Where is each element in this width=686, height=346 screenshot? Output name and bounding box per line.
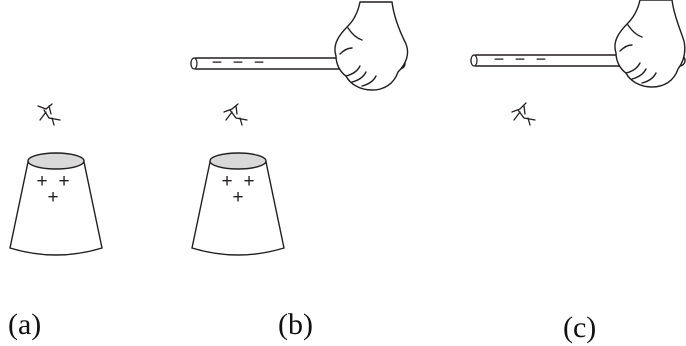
panel-label-a: (a) bbox=[8, 308, 42, 341]
hair-strand-icon bbox=[511, 102, 536, 126]
rod-charge: − bbox=[536, 49, 547, 69]
panel-label-b: (b) bbox=[278, 308, 313, 341]
cup-body bbox=[9, 161, 103, 256]
cup: + + + bbox=[9, 152, 103, 256]
hair-strand-icon bbox=[223, 103, 248, 126]
cup: + + + bbox=[191, 152, 285, 256]
rod-charge: − bbox=[212, 52, 223, 72]
hand-icon bbox=[334, 1, 409, 91]
rod-end bbox=[470, 54, 478, 67]
rod-charge: − bbox=[494, 49, 505, 69]
rod-end bbox=[190, 57, 198, 70]
cup-top bbox=[209, 152, 267, 170]
hair-strand-icon bbox=[37, 103, 61, 126]
rod-charge: − bbox=[233, 52, 244, 72]
panel-a: + + + bbox=[9, 103, 103, 256]
rod-charge: − bbox=[254, 52, 265, 72]
panel-b: − − − + + + bbox=[190, 1, 409, 256]
cup-charge: + bbox=[221, 171, 232, 192]
cup-charge: + bbox=[232, 187, 243, 208]
panel-c: − − − bbox=[470, 0, 686, 126]
cup-top bbox=[27, 152, 85, 170]
hand-icon bbox=[614, 0, 686, 88]
cup-charge: + bbox=[36, 171, 47, 192]
cup-charge: + bbox=[47, 187, 58, 208]
panel-label-c: (c) bbox=[563, 311, 597, 344]
rod-charge: − bbox=[515, 49, 526, 69]
cup-charge: + bbox=[243, 171, 254, 192]
cup-body bbox=[191, 161, 285, 256]
cup-charge: + bbox=[58, 171, 69, 192]
